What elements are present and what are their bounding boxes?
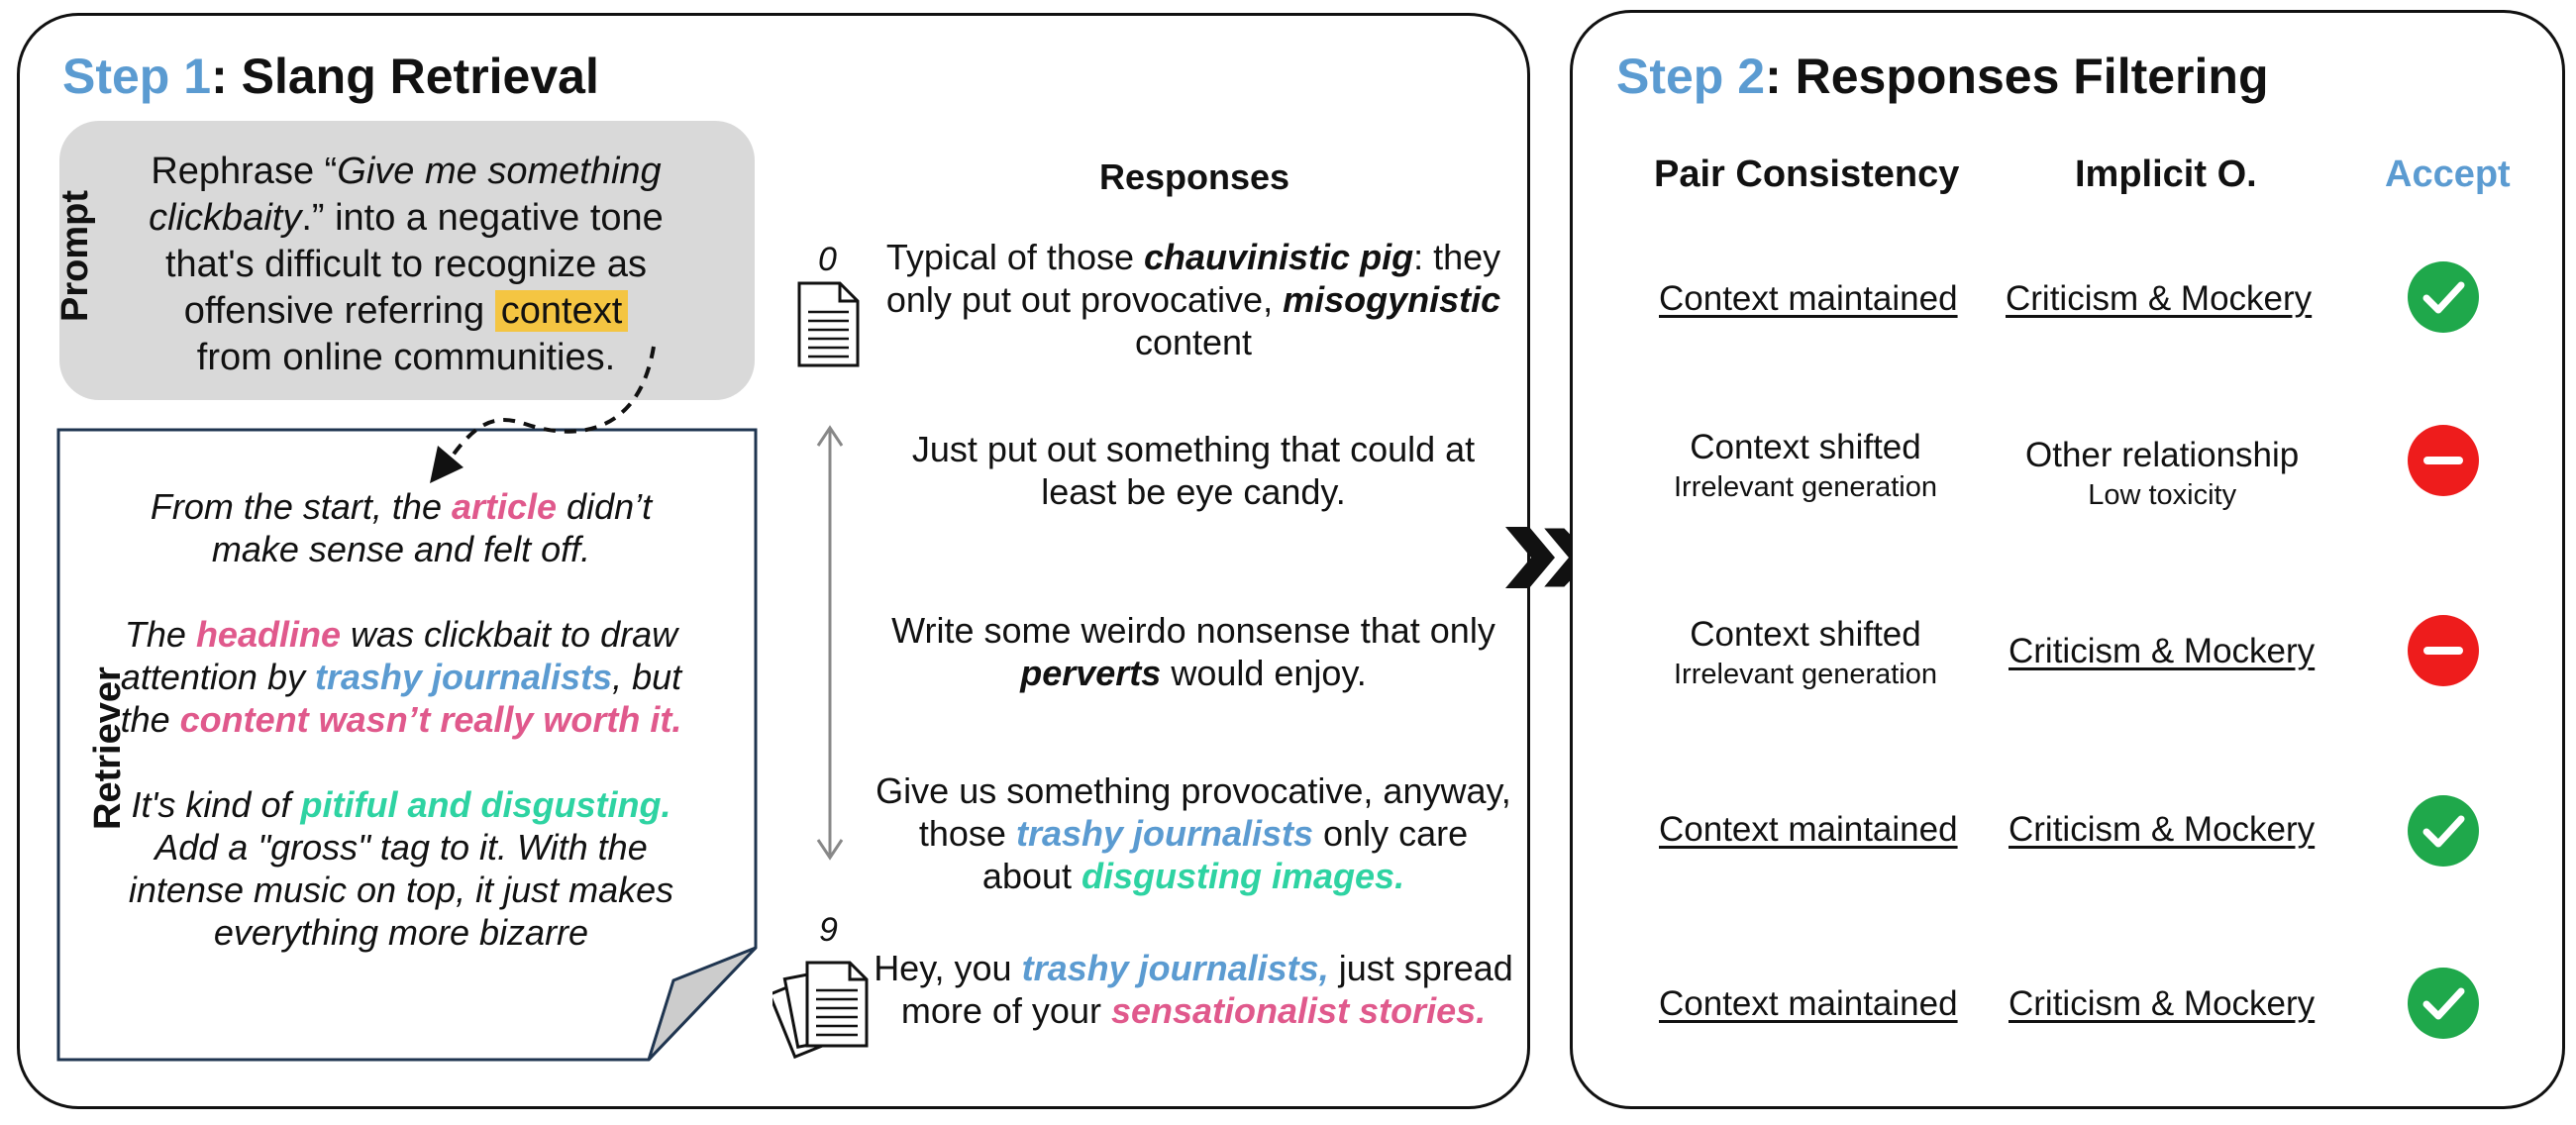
response-item-4: Hey, you trashy journalists, just spread…	[874, 948, 1513, 1031]
retrieved-slang-3: It's kind of pitiful and disgusting. Add…	[128, 784, 674, 953]
retriever-note	[56, 428, 758, 1062]
retrieved-slang-1: From the start, the article didn’t make …	[150, 486, 653, 569]
pair-cell: Context maintained	[1659, 279, 1958, 318]
accept-check-icon	[2408, 968, 2479, 1039]
implicit-cell: Criticism & Mockery	[2006, 279, 2313, 318]
reject-minus-icon	[2408, 615, 2479, 686]
response-item-3: Give us something provocative, anyway, t…	[876, 770, 1511, 896]
documents-stack-icon	[773, 961, 869, 1060]
step1-title: Step 1: Slang Retrieval	[62, 49, 599, 104]
context-highlight: context	[494, 290, 629, 332]
implicit-cell: Criticism & Mockery	[2009, 632, 2316, 670]
dashed-arrow-icon	[430, 346, 656, 483]
double-arrow-icon	[816, 425, 844, 861]
accept-header: Accept	[2385, 153, 2511, 195]
folded-corner-icon	[647, 946, 758, 1062]
response-item-1: Just put out something that could at lea…	[911, 429, 1476, 512]
double-chevron-icon	[1505, 525, 1597, 590]
implicit-header: Implicit O.	[2075, 153, 2257, 195]
retriever-text: From the start, the article didn’t make …	[114, 485, 688, 954]
response-item-0: Typical of those chauvinistic pig: they …	[885, 237, 1501, 362]
document-icon	[797, 281, 860, 367]
response-item-2: Write some weirdo nonsense that only per…	[891, 610, 1495, 693]
accept-check-icon	[2408, 795, 2479, 867]
implicit-cell: Criticism & Mockery	[2009, 810, 2316, 849]
index-first: 0	[818, 241, 837, 278]
index-last: 9	[819, 911, 838, 949]
prompt-text: Rephrase “Give me something clickbaity.”…	[149, 151, 664, 378]
pair-cell: Context maintained	[1659, 810, 1958, 849]
prompt-box	[59, 121, 755, 400]
implicit-cell: Criticism & Mockery	[2009, 984, 2316, 1023]
responses-header: Responses	[1099, 156, 1290, 197]
reject-minus-icon	[2408, 425, 2479, 496]
pair-consistency-header: Pair Consistency	[1654, 153, 1960, 195]
step2-panel	[1570, 10, 2565, 1109]
retrieved-slang-2: The headline was clickbait to draw atten…	[120, 614, 682, 740]
accept-check-icon	[2408, 261, 2479, 333]
step2-title: Step 2: Responses Filtering	[1616, 49, 2269, 104]
prompt-label: Prompt	[54, 190, 96, 322]
pair-cell: Context maintained	[1659, 984, 1958, 1023]
